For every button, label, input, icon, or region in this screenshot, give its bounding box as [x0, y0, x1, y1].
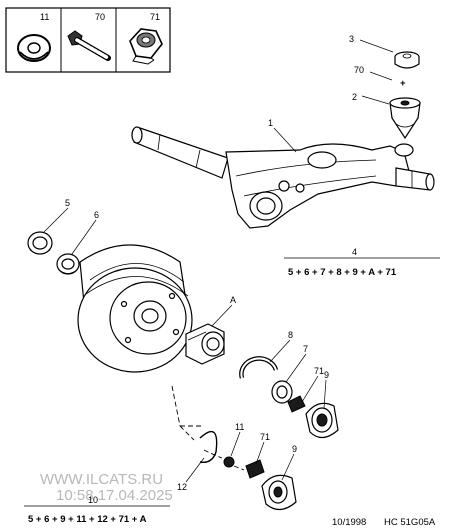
part-71-lower	[245, 459, 265, 479]
part-12	[199, 430, 218, 463]
bearings-5-6	[27, 231, 80, 275]
footer-code: HC 51G05A	[384, 517, 436, 528]
kit-4-ref: 4	[352, 247, 357, 257]
bolt-icon	[67, 30, 111, 61]
right-stub-shaft	[395, 167, 431, 191]
kit-4-formula: 5 + 6 + 7 + 8 + 9 + A + 71	[288, 267, 397, 278]
callout-11: 11	[235, 422, 244, 432]
legend-ref-11: 11	[40, 12, 49, 22]
callout-9-upper: 9	[324, 370, 329, 380]
plus-sign: +	[400, 78, 406, 89]
callout-9-lower: 9	[292, 444, 297, 454]
footer: 10/1998 HC 51G05A	[332, 517, 436, 528]
brake-drum	[77, 244, 193, 373]
callout-12: 12	[177, 482, 187, 492]
kit-4: 4 5 + 6 + 7 + 8 + 9 + A + 71	[284, 247, 440, 278]
part-11	[223, 456, 235, 468]
callout-3: 3	[349, 34, 354, 44]
callout-2: 2	[352, 92, 357, 102]
leader-lines	[43, 39, 394, 483]
callout-8: 8	[288, 330, 293, 340]
bush-assembly: +	[389, 51, 421, 140]
footer-date: 10/1998	[332, 517, 366, 528]
callout-a: A	[230, 295, 236, 305]
legend-boxes: 11 70 71	[5, 7, 171, 73]
watermark: WWW.ILCATS.RU 10:58 17.04.2025	[40, 471, 173, 504]
callout-1: 1	[268, 118, 273, 128]
stub-shaft	[133, 127, 229, 179]
part-71-upper	[287, 395, 306, 413]
kit-10: 10 5 + 6 + 9 + 11 + 12 + 71 + A	[24, 495, 170, 525]
watermark-site: WWW.ILCATS.RU	[40, 471, 163, 488]
bearing-a	[185, 323, 225, 365]
nut-icon	[129, 28, 163, 65]
legend-ref-70: 70	[95, 12, 105, 22]
watermark-stamp: 10:58 17.04.2025	[56, 487, 173, 504]
kit-10-formula: 5 + 6 + 9 + 11 + 12 + 71 + A	[28, 514, 147, 525]
callouts: 1 2 3 70 5 6 A 8 7 71 9 11 71 9 12	[65, 34, 364, 492]
callout-71-lower: 71	[260, 432, 270, 442]
kit-10-ref: 10	[88, 495, 98, 505]
washer-icon	[17, 34, 51, 62]
swing-arm	[131, 126, 435, 229]
callout-70: 70	[354, 65, 364, 75]
arm-boss	[394, 143, 414, 157]
callout-7: 7	[303, 344, 308, 354]
hub-retainers	[239, 356, 339, 439]
lower-kit-parts	[171, 385, 297, 511]
callout-71-upper: 71	[314, 366, 324, 376]
part-3	[394, 57, 420, 69]
exploded-axis	[171, 385, 181, 427]
callout-6: 6	[94, 210, 99, 220]
legend-ref-71: 71	[150, 12, 160, 22]
callout-5: 5	[65, 198, 70, 208]
